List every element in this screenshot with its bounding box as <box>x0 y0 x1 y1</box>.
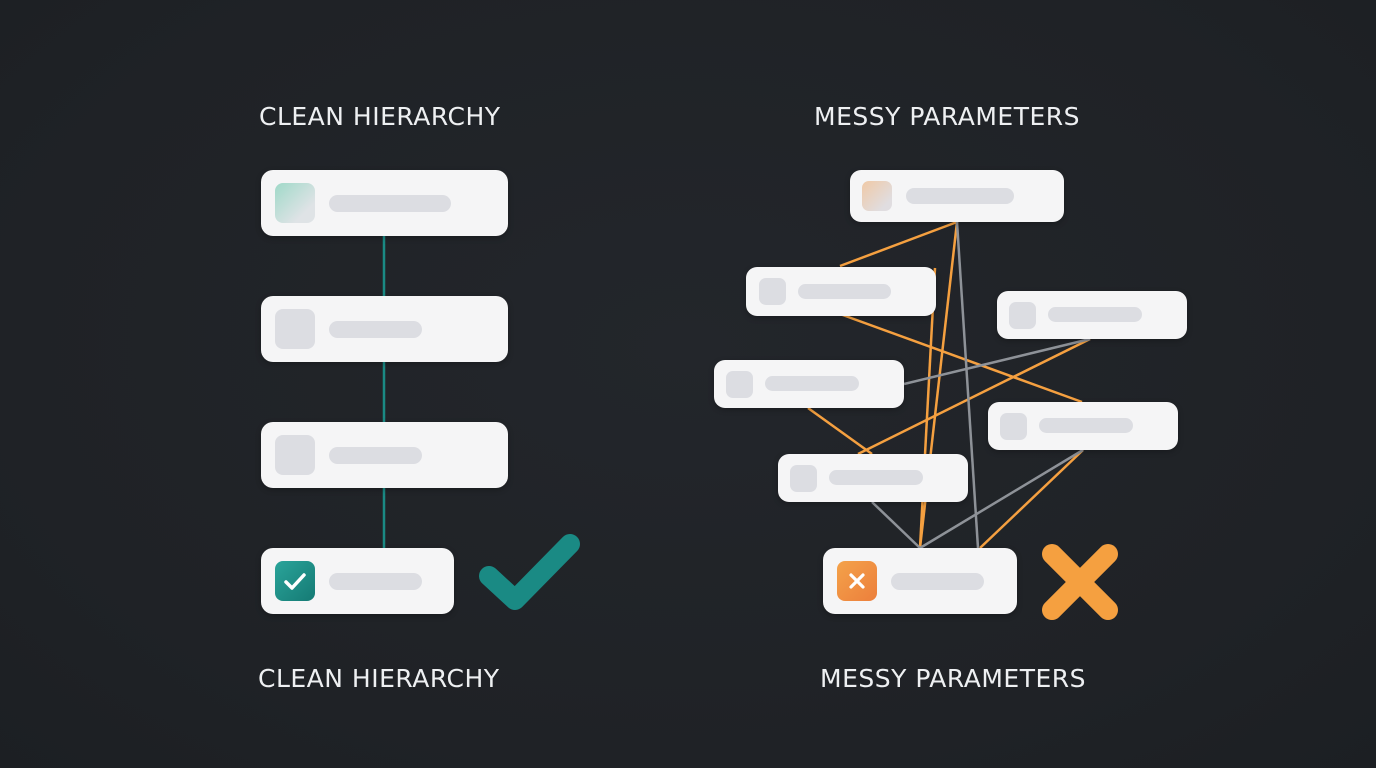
node-square <box>1000 413 1027 440</box>
messy-node-1[interactable] <box>850 170 1064 222</box>
messy-node-5[interactable] <box>988 402 1178 450</box>
node-square <box>1009 302 1036 329</box>
messy-orange-connectors <box>807 220 1091 549</box>
node-placeholder-bar <box>1039 418 1133 433</box>
messy-node-4[interactable] <box>714 360 904 408</box>
checkmark-icon <box>479 534 580 610</box>
clean-node-3[interactable] <box>261 422 508 488</box>
node-placeholder-bar <box>329 195 451 212</box>
node-square <box>726 371 753 398</box>
node-placeholder-bar <box>1048 307 1142 322</box>
clean-node-2[interactable] <box>261 296 508 362</box>
node-square <box>275 309 315 349</box>
node-placeholder-bar <box>329 573 422 590</box>
messy-node-3[interactable] <box>997 291 1187 339</box>
node-placeholder-bar <box>906 188 1014 204</box>
node-placeholder-bar <box>329 321 422 338</box>
clean-node-final[interactable] <box>261 548 454 614</box>
node-accent-square <box>862 181 892 211</box>
node-placeholder-bar <box>329 447 422 464</box>
clean-node-1[interactable] <box>261 170 508 236</box>
small-x-icon <box>849 573 865 589</box>
small-check-icon <box>284 573 306 590</box>
cross-icon <box>1042 544 1118 620</box>
left-title-bottom: CLEAN HIERARCHY <box>258 664 500 693</box>
left-title-top: CLEAN HIERARCHY <box>259 102 501 131</box>
node-placeholder-bar <box>891 573 984 590</box>
right-title-top: MESSY PARAMETERS <box>814 102 1081 131</box>
node-accent-square <box>275 183 315 223</box>
node-square <box>759 278 786 305</box>
messy-node-final[interactable] <box>823 548 1017 614</box>
right-title-bottom: MESSY PARAMETERS <box>820 664 1087 693</box>
messy-node-2[interactable] <box>746 267 936 316</box>
node-placeholder-bar <box>765 376 859 391</box>
node-square <box>790 465 817 492</box>
error-badge <box>837 561 877 601</box>
node-square <box>275 435 315 475</box>
node-placeholder-bar <box>798 284 891 299</box>
messy-node-6[interactable] <box>778 454 968 502</box>
messy-gray-connectors <box>871 221 1091 550</box>
node-placeholder-bar <box>829 470 923 485</box>
success-badge <box>275 561 315 601</box>
